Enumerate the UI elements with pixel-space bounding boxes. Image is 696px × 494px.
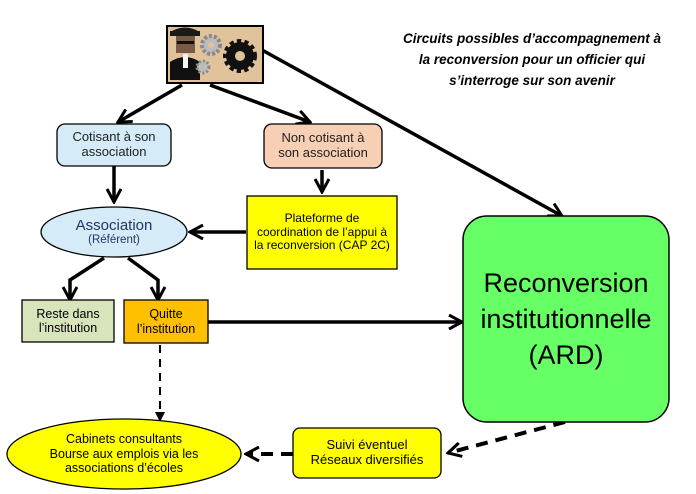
cap2c-box [246, 195, 398, 270]
arrow-ard-to-suivi-dashed [448, 420, 566, 453]
cotisant-line-2: association [81, 144, 147, 159]
ard-line-1: Reconversion [483, 268, 649, 298]
arrow-icon-to-non-cotisant [209, 83, 310, 122]
cap2c-label: Plateforme de coordination de l’appui à … [247, 196, 397, 269]
cabinets-line-1: Cabinets consultants [65, 432, 183, 447]
quitte-line-1: Quitte [149, 307, 183, 322]
association-ellipse [40, 206, 188, 258]
arrow-association-to-reste [70, 256, 105, 300]
non-cotisant-label: Non cotisant à son association [264, 124, 382, 168]
suivi-box [292, 427, 442, 479]
ard-line-3: (ARD) [528, 340, 604, 370]
cap2c-line-2: coordination de l’appui à [256, 224, 388, 239]
cap2c-line-3: la reconversion (CAP 2C) [254, 238, 390, 253]
arrows [70, 48, 566, 454]
association-title: Association [75, 216, 153, 234]
suivi-line-1: Suivi éventuel [326, 437, 408, 453]
ard-line-2: institutionnelle [480, 304, 652, 334]
cotisant-box [56, 123, 172, 167]
non-cotisant-box [263, 123, 383, 169]
ard-label: Reconversion institutionnelle (ARD) [463, 216, 669, 422]
arrow-icon-to-cotisant [118, 83, 183, 122]
cabinets-line-3: associations d’écoles [64, 461, 184, 476]
quitte-box [123, 299, 209, 344]
officer-with-gears-icon [166, 25, 264, 84]
association-subtitle: (Référent) [88, 234, 140, 247]
cotisant-label: Cotisant à son association [57, 124, 171, 166]
cabinets-label: Cabinets consultants Bourse aux emplois … [12, 424, 236, 484]
ard-box [462, 215, 670, 423]
non-cotisant-line-2: son association [278, 145, 368, 160]
cabinets-ellipse [6, 418, 242, 490]
cabinets-line-2: Bourse aux emplois via les [49, 446, 199, 461]
non-cotisant-line-1: Non cotisant à [281, 130, 365, 146]
arrow-icon-to-ard [261, 48, 562, 216]
association-label: Association (Référent) [41, 207, 187, 257]
cap2c-line-1: Plateforme de [284, 210, 360, 225]
reste-line-1: Reste dans [36, 306, 100, 321]
quitte-line-2: l’institution [136, 321, 196, 336]
diagram-title: Circuits possibles d’accompagnement à la… [402, 31, 662, 88]
cotisant-line-1: Cotisant à son [72, 129, 156, 145]
suivi-line-2: Réseaux diversifiés [310, 452, 424, 467]
quitte-label: Quitte l’institution [124, 300, 208, 343]
reste-box [21, 299, 115, 343]
arrow-association-to-quitte [126, 256, 158, 300]
suivi-label: Suivi éventuel Réseaux diversifiés [293, 428, 441, 478]
reste-line-2: l’institution [38, 321, 98, 335]
reste-label: Reste dans l’institution [22, 300, 114, 342]
